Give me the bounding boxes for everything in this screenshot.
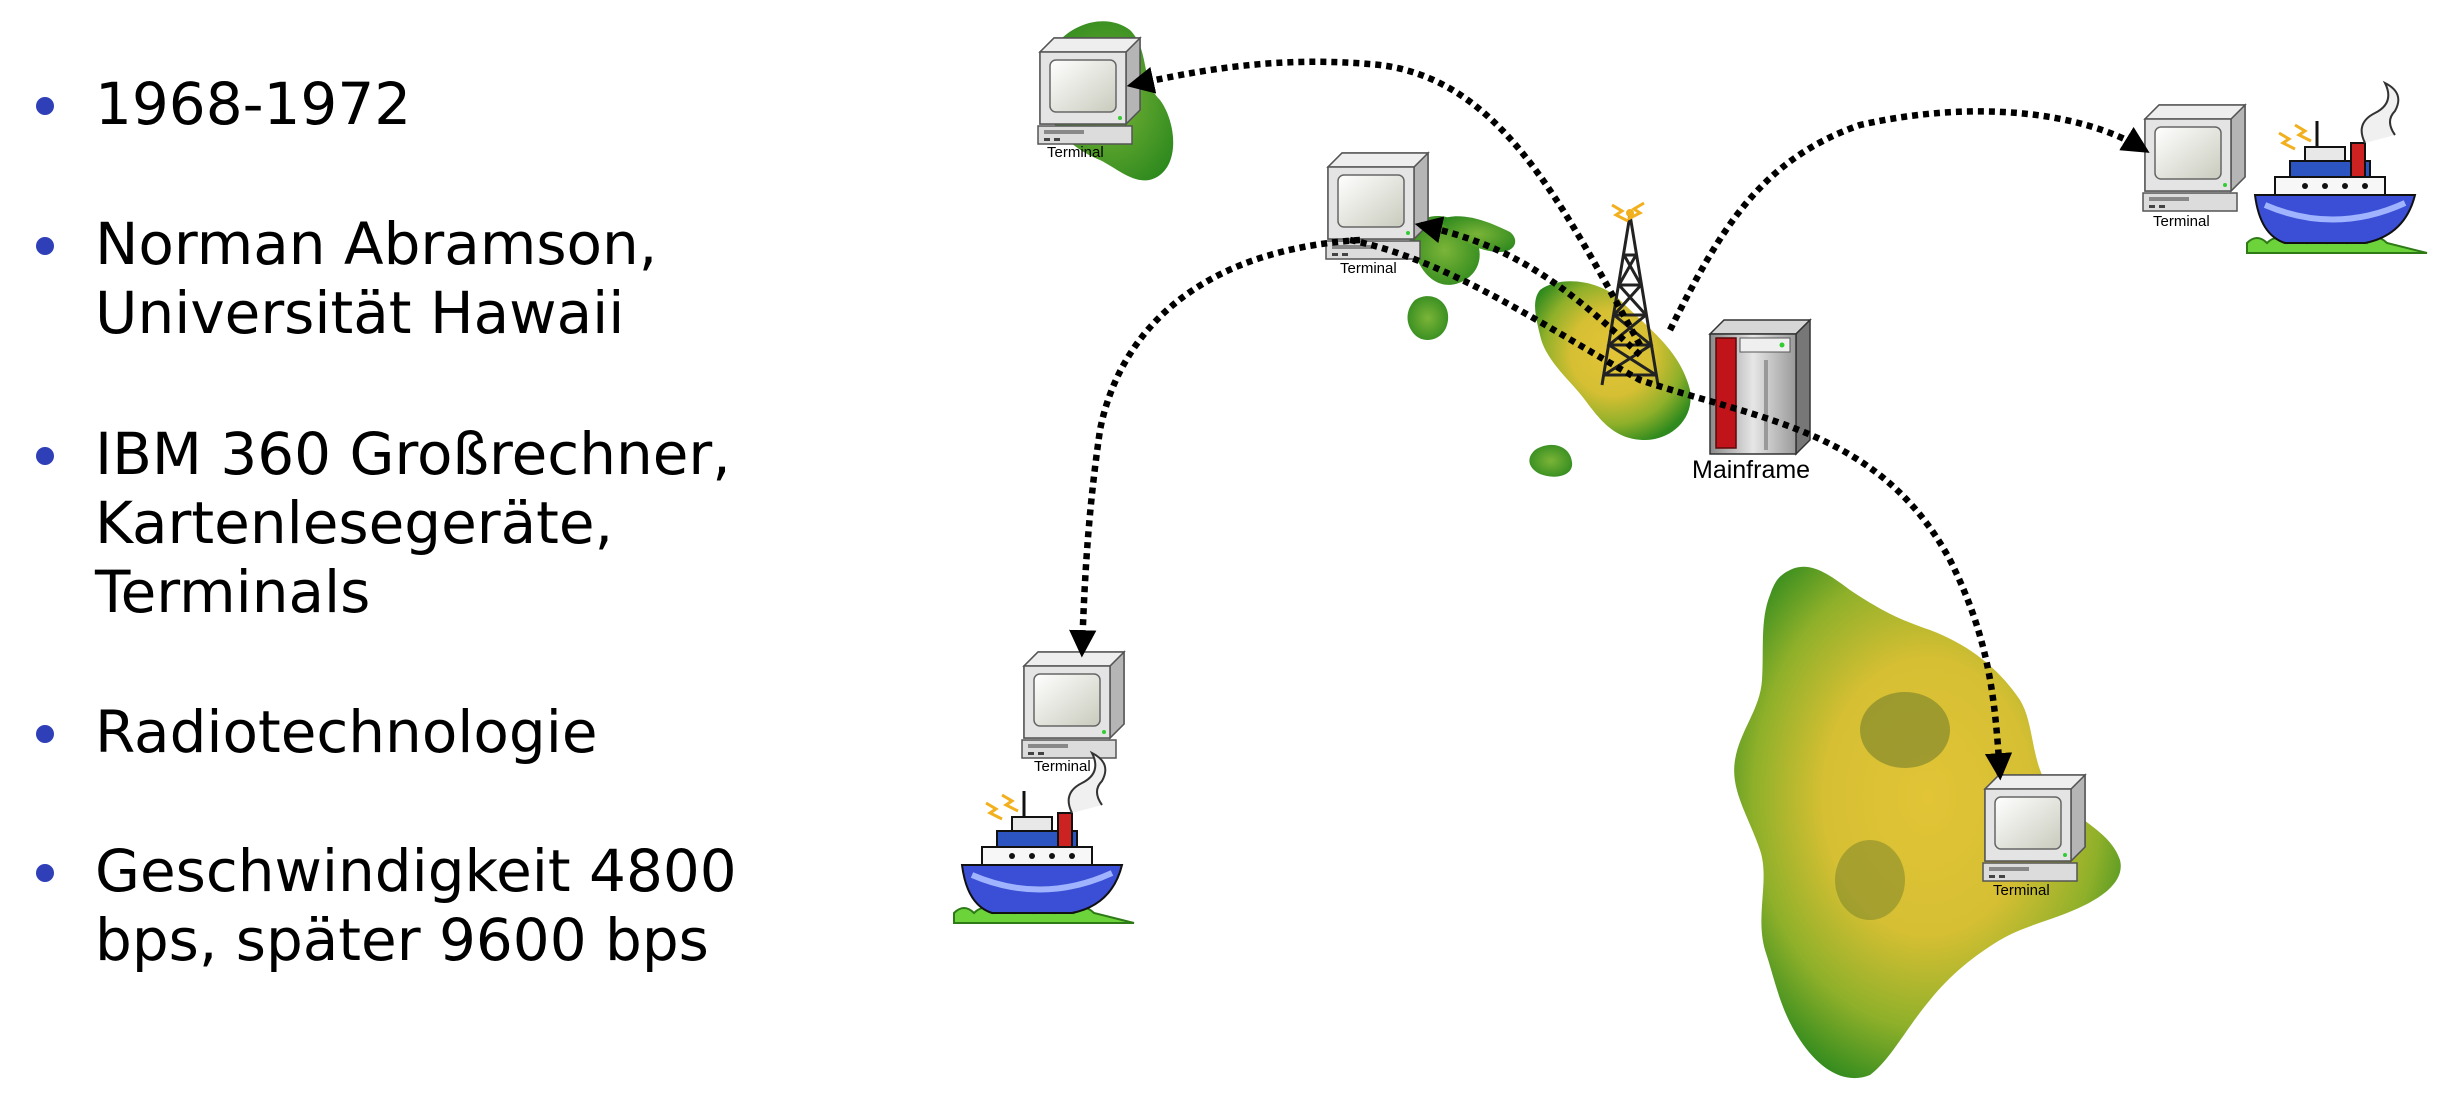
island-molokai [1440,216,1516,252]
bullet-text: Norman Abramson, [95,210,658,278]
bullet-dot [36,725,54,743]
bullet-text: Radiotechnologie [95,698,598,766]
terminal-icon [1021,651,1125,759]
link-arrow [1414,216,1643,358]
link-arrow [1069,236,1361,658]
bullet-text: Terminals [95,558,371,626]
island-big-island [1734,566,2121,1079]
terminal-icon [1982,774,2086,882]
terminal-label: Terminal [1993,882,2050,899]
hawaii-islands-map [1043,21,2121,1079]
bullet-text: Geschwindigkeit 4800 [95,837,737,905]
terminal-label: Terminal [1034,758,1091,775]
island-maui [1535,281,1691,440]
bullet-dot [36,97,54,115]
island-lanai [1407,296,1449,340]
ship-icon [2247,83,2427,253]
radio-links [1069,58,2150,781]
terminal-icon [1037,37,1141,145]
bullet-text: 1968-1972 [95,70,412,138]
terminal-label: Terminal [2153,213,2210,230]
terminal-icon [2142,104,2246,212]
bullet-item-inventor: Norman Abramson, Universität Hawaii [36,210,658,348]
bullet-text: Universität Hawaii [95,279,625,347]
bullet-text: IBM 360 Großrechner, [95,420,731,488]
terminal-label: Terminal [1340,260,1397,277]
bullet-dot [36,864,54,882]
ship-icon [954,753,1134,923]
radio-tower-icon [1600,201,1660,386]
bullet-dot [36,237,54,255]
bullet-text: Kartenlesegeräte, [95,489,614,557]
link-arrow [1126,58,1643,347]
island-kahoolawe [1529,444,1573,477]
bullet-list: 1968-1972 Norman Abramson, Universität H… [0,0,900,1097]
terminal-label: Terminal [1047,144,1104,161]
terminal-icon [1325,152,1429,260]
bullet-item-technology: Radiotechnologie [36,698,598,767]
mainframe-icon [1708,318,1812,456]
bullet-item-hardware: IBM 360 Großrechner, Kartenlesegeräte, T… [36,420,731,627]
bullet-text: bps, später 9600 bps [95,906,709,974]
mainframe-label: Mainframe [1692,456,1810,484]
bullet-item-years: 1968-1972 [36,70,412,139]
bullet-dot [36,447,54,465]
bullet-item-speed: Geschwindigkeit 4800 bps, später 9600 bp… [36,837,737,975]
link-arrow [1667,108,2150,332]
alohanet-diagram: Mainframe Terminal Terminal Terminal Ter… [900,21,2440,1079]
